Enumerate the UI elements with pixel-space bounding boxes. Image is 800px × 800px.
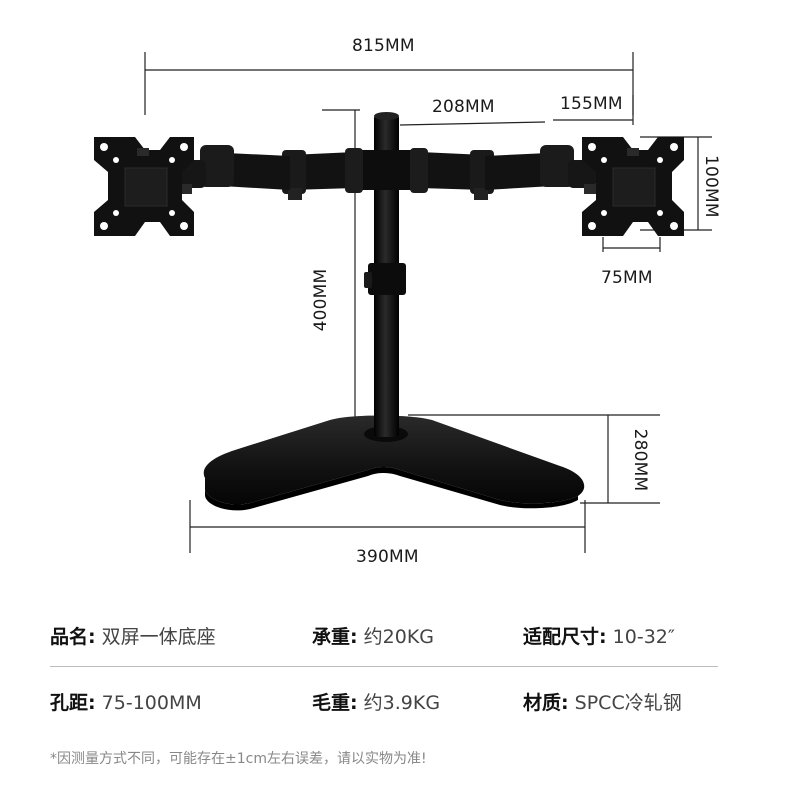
spec-value: 约3.9KG xyxy=(363,692,441,714)
spec-key: 品名: xyxy=(50,626,96,648)
dim-base-depth: 280MM xyxy=(630,428,650,492)
spec-value: 75-100MM xyxy=(101,692,202,714)
spec-key: 承重: xyxy=(312,626,358,648)
spec-key: 毛重: xyxy=(312,692,358,714)
spec-load-capacity: 承重: 约20KG xyxy=(312,622,434,649)
right-vesa-plate xyxy=(582,137,684,236)
left-vesa-plate xyxy=(94,137,194,236)
spec-row-2: 孔距: 75-100MM 毛重: 约3.9KG 材质: SPCC冷轧钢 xyxy=(50,676,718,726)
dim-base-width: 390MM xyxy=(356,547,419,567)
dim-vesa-height: 100MM xyxy=(701,155,721,218)
spec-screen-size: 适配尺寸: 10-32″ xyxy=(523,622,675,649)
spec-table: 品名: 双屏一体底座 承重: 约20KG 适配尺寸: 10-32″ 孔距: 75… xyxy=(50,610,718,714)
dim-pole-height: 400MM xyxy=(311,268,331,332)
spec-value: 10-32″ xyxy=(612,626,675,648)
spec-row-1: 品名: 双屏一体底座 承重: 约20KG 适配尺寸: 10-32″ xyxy=(50,610,718,660)
spec-key: 孔距: xyxy=(50,692,96,714)
spec-divider xyxy=(50,666,718,667)
spec-hole-distance: 孔距: 75-100MM xyxy=(50,688,202,715)
spec-value: 双屏一体底座 xyxy=(101,626,216,648)
dim-arm-length: 208MM xyxy=(432,97,495,117)
spec-key: 材质: xyxy=(523,692,569,714)
product-diagram: 815MM 208MM 155MM 100MM 75MM 400MM 280MM… xyxy=(94,36,721,567)
dim-arm-end: 155MM xyxy=(560,94,623,114)
dim-total-width: 815MM xyxy=(352,36,415,56)
dim-vesa-width: 75MM xyxy=(601,268,653,288)
spec-value: 约20KG xyxy=(363,626,435,648)
monitor-stand-illustration xyxy=(94,52,712,553)
spec-value: SPCC冷轧钢 xyxy=(574,692,682,714)
spec-gross-weight: 毛重: 约3.9KG xyxy=(312,688,440,715)
stand-pole xyxy=(364,112,406,437)
spec-material: 材质: SPCC冷轧钢 xyxy=(523,688,682,715)
spec-product-name: 品名: 双屏一体底座 xyxy=(50,622,216,649)
stand-arms xyxy=(178,145,596,200)
measurement-note: *因测量方式不同，可能存在±1cm左右误差，请以实物为准! xyxy=(50,751,427,767)
spec-key: 适配尺寸: xyxy=(523,626,607,648)
